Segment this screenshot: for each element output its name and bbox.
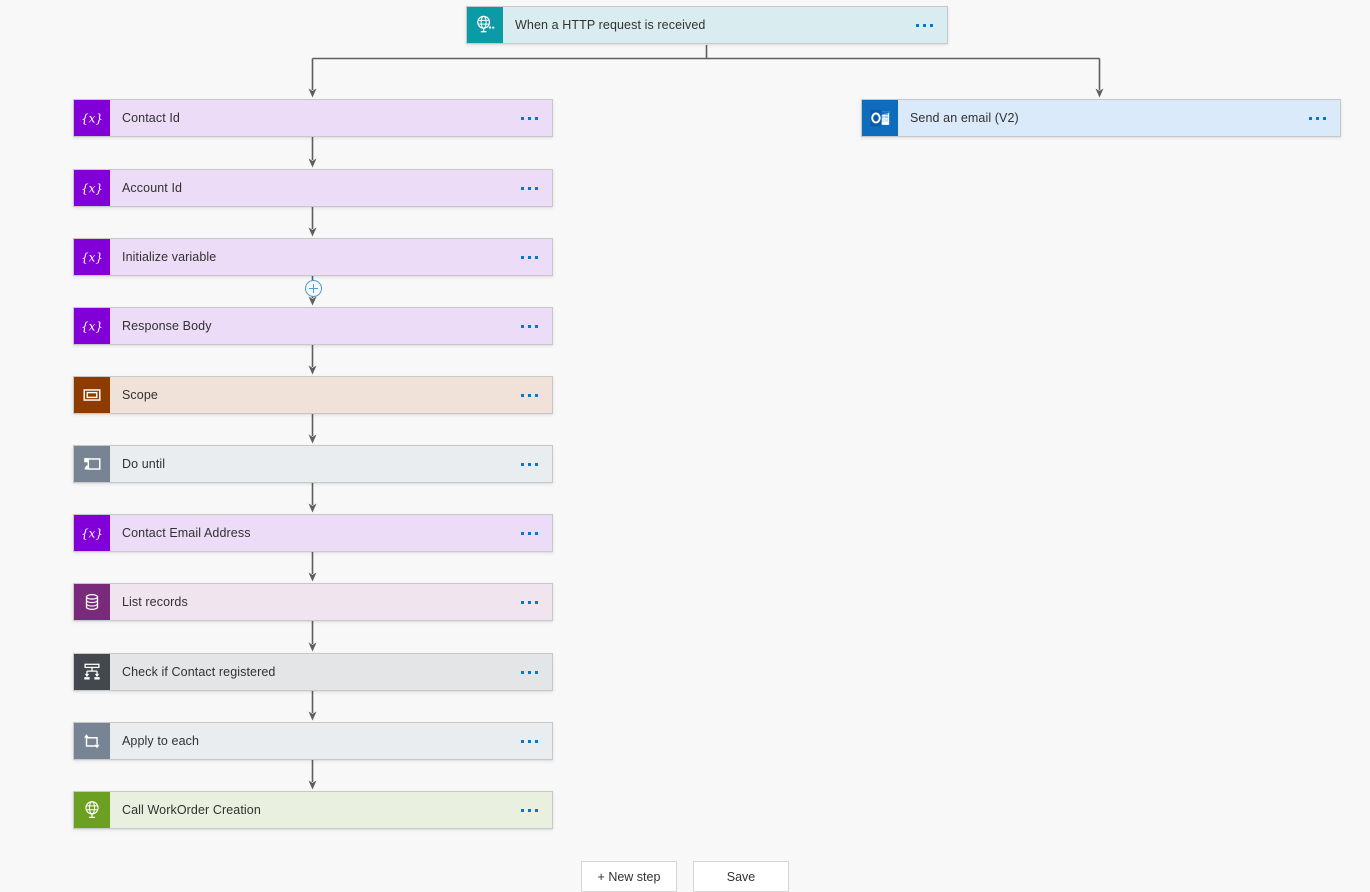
outlook-mail-icon	[862, 100, 898, 136]
action-card-overflow-menu[interactable]	[511, 324, 538, 328]
action-card[interactable]: Send an email (V2)	[861, 99, 1341, 137]
trigger-overflow-menu[interactable]	[906, 23, 933, 27]
action-card-title: Check if Contact registered	[122, 665, 276, 679]
action-card-body: Apply to each	[110, 723, 552, 759]
trigger-card-http-request[interactable]: When a HTTP request is received	[466, 6, 948, 44]
action-card[interactable]: {x} Response Body	[73, 307, 553, 345]
action-card-overflow-menu[interactable]	[511, 739, 538, 743]
action-card-overflow-menu[interactable]	[511, 186, 538, 190]
insert-step-plus-button[interactable]	[305, 280, 322, 297]
action-card-title: Response Body	[122, 319, 212, 333]
action-card[interactable]: Call WorkOrder Creation	[73, 791, 553, 829]
action-card-title: Contact Email Address	[122, 526, 251, 540]
action-card-body: Contact Id	[110, 100, 552, 136]
svg-text:{x}: {x}	[81, 181, 103, 195]
action-card[interactable]: Apply to each	[73, 722, 553, 760]
scope-rectangle-icon	[74, 377, 110, 413]
action-card-body: List records	[110, 584, 552, 620]
action-card-body: Call WorkOrder Creation	[110, 792, 552, 828]
apply-to-each-loop-icon	[74, 723, 110, 759]
action-card-body: Do until	[110, 446, 552, 482]
action-card-body: Send an email (V2)	[898, 100, 1340, 136]
action-card-overflow-menu[interactable]	[511, 670, 538, 674]
svg-text:{x}: {x}	[81, 250, 103, 264]
action-card-body: Response Body	[110, 308, 552, 344]
action-card-title: Account Id	[122, 181, 183, 195]
action-card[interactable]: {x} Contact Id	[73, 99, 553, 137]
action-card[interactable]: {x} Account Id	[73, 169, 553, 207]
action-card-title: Send an email (V2)	[910, 111, 1019, 125]
action-card[interactable]: List records	[73, 583, 553, 621]
do-until-loop-icon	[74, 446, 110, 482]
action-card-title: Call WorkOrder Creation	[122, 803, 261, 817]
action-card-body: Account Id	[110, 170, 552, 206]
action-card-overflow-menu[interactable]	[511, 531, 538, 535]
action-card-overflow-menu[interactable]	[511, 462, 538, 466]
action-card-title: Apply to each	[122, 734, 200, 748]
action-card[interactable]: {x} Contact Email Address	[73, 514, 553, 552]
action-card[interactable]: {x} Initialize variable	[73, 238, 553, 276]
svg-text:{x}: {x}	[81, 319, 103, 333]
variable-braces-icon: {x}	[74, 308, 110, 344]
action-card-title: Do until	[122, 457, 166, 471]
trigger-title: When a HTTP request is received	[515, 18, 706, 32]
action-card-overflow-menu[interactable]	[511, 255, 538, 259]
new-step-button[interactable]: + New step	[581, 861, 677, 892]
globe-http-icon	[467, 7, 503, 43]
designer-bottom-toolbar: + New step Save	[0, 861, 1370, 892]
action-card-title: List records	[122, 595, 188, 609]
action-card-overflow-menu[interactable]	[511, 393, 538, 397]
action-card[interactable]: Scope	[73, 376, 553, 414]
action-card-overflow-menu[interactable]	[511, 600, 538, 604]
variable-braces-icon: {x}	[74, 100, 110, 136]
svg-text:{x}: {x}	[81, 526, 103, 540]
action-card-body: Contact Email Address	[110, 515, 552, 551]
action-card-body: Check if Contact registered	[110, 654, 552, 690]
variable-braces-icon: {x}	[74, 170, 110, 206]
action-card-overflow-menu[interactable]	[511, 116, 538, 120]
trigger-card-body: When a HTTP request is received	[503, 7, 947, 43]
action-card-overflow-menu[interactable]	[1299, 116, 1326, 120]
variable-braces-icon: {x}	[74, 515, 110, 551]
svg-text:{x}: {x}	[81, 111, 103, 125]
condition-branch-icon	[74, 654, 110, 690]
action-card-title: Contact Id	[122, 111, 180, 125]
action-card-title: Scope	[122, 388, 158, 402]
save-button[interactable]: Save	[693, 861, 789, 892]
action-card[interactable]: Do until	[73, 445, 553, 483]
action-card-body: Scope	[110, 377, 552, 413]
database-records-icon	[74, 584, 110, 620]
variable-braces-icon: {x}	[74, 239, 110, 275]
action-card-overflow-menu[interactable]	[511, 808, 538, 812]
action-card[interactable]: Check if Contact registered	[73, 653, 553, 691]
action-card-body: Initialize variable	[110, 239, 552, 275]
http-globe-icon	[74, 792, 110, 828]
action-card-title: Initialize variable	[122, 250, 217, 264]
